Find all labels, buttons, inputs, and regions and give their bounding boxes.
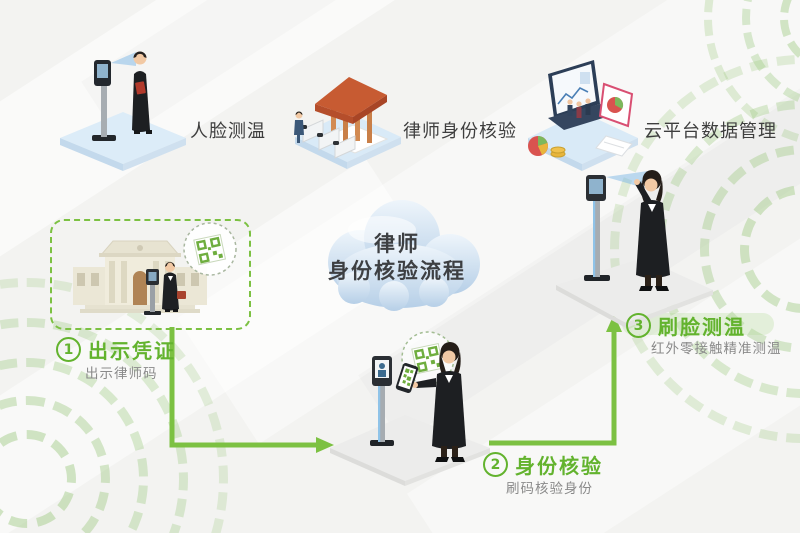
step1-title: 出示凭证 — [88, 339, 176, 363]
step1-label: 1 出示凭证 — [56, 335, 176, 364]
step3-title: 刷脸测温 — [658, 315, 746, 339]
step2-label: 2 身份核验 — [483, 450, 603, 479]
step2-number: 2 — [483, 452, 508, 477]
face-temp-scene — [556, 170, 713, 328]
cloud-title-line2: 身份核验流程 — [328, 259, 466, 283]
top-label-face-temp: 人脸测温 — [190, 121, 266, 142]
step2-subtitle: 刷码核验身份 — [506, 481, 593, 497]
courthouse-turnstile-icon — [294, 77, 401, 169]
step1-number: 1 — [56, 337, 81, 362]
step2-title: 身份核验 — [515, 454, 603, 478]
step3-number: 3 — [626, 313, 651, 338]
step1-dashed-box — [50, 219, 251, 330]
cloud-title: 律师 身份核验流程 — [302, 231, 492, 285]
cloud-data-dashboard-icon — [528, 60, 638, 171]
courthouse-scene — [73, 222, 237, 315]
qr-check-scene — [330, 331, 490, 486]
step3-subtitle: 红外零接触精准测温 — [651, 341, 782, 357]
face-temperature-kiosk-icon — [60, 51, 186, 171]
top-label-identity-check: 律师身份核验 — [403, 121, 517, 142]
top-label-cloud-data: 云平台数据管理 — [644, 121, 777, 142]
process-cloud — [328, 200, 480, 311]
cloud-title-line1: 律师 — [374, 232, 420, 256]
step3-label: 3 刷脸测温 — [626, 311, 746, 340]
step1-subtitle: 出示律师码 — [85, 366, 158, 382]
